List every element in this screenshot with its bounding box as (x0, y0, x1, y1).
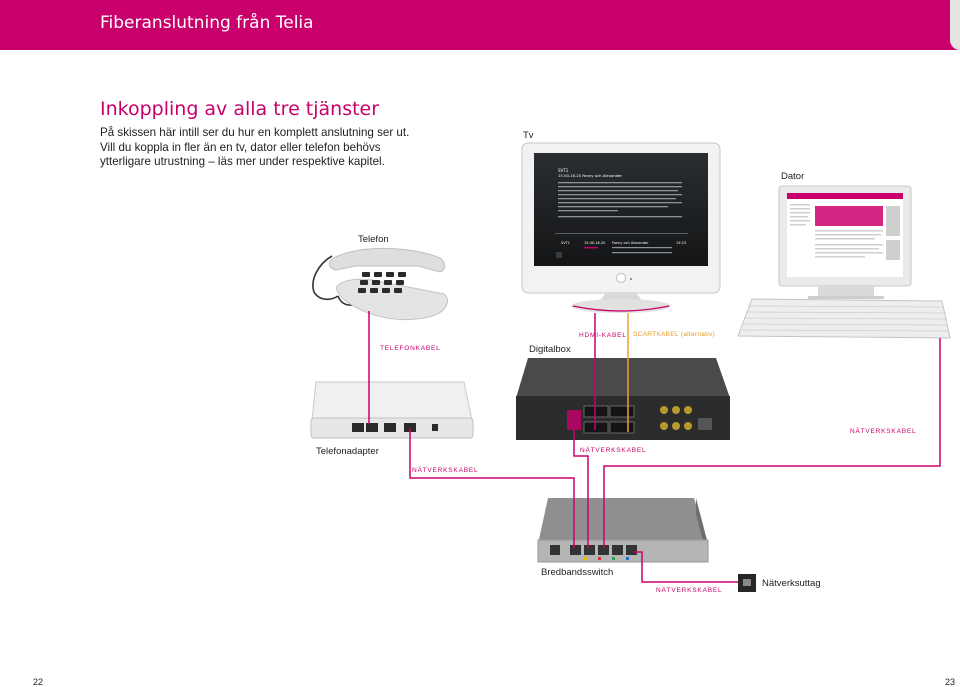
page-number-left: 22 (33, 677, 44, 687)
tv-label: Tv (523, 130, 534, 141)
phone-label: Telefon (358, 234, 389, 245)
digitalbox-illustration (516, 358, 730, 440)
tv-now-channel: SVT1 (561, 241, 570, 245)
phone-cable-label: TELEFONKABEL (380, 345, 441, 352)
page-number-right: 23 (945, 677, 956, 687)
wall-socket-label: Nätverksuttag (762, 578, 821, 589)
network-cable-adapter-label: NÄTVERKSKABEL (412, 467, 479, 474)
header-bar: Fiberanslutning från Telia (0, 0, 960, 50)
wall-socket-illustration (738, 574, 756, 592)
tv-program-text: 15.00-16.20 Fanny och Alexander (558, 173, 622, 178)
network-cable-box-label: NÄTVERKSKABEL (580, 447, 647, 454)
section-heading: Inkoppling av alla tre tjänster (100, 98, 380, 120)
tv-channel-text: SVT1 (558, 168, 569, 173)
switch-label: Bredbandsswitch (541, 567, 614, 578)
tv-now-title: Fanny och Alexander (612, 241, 649, 245)
section-paragraph: På skissen här intill ser du hur en komp… (100, 126, 410, 168)
hdmi-cable-label: HDMI-KABEL (579, 332, 627, 339)
cable-lines (368, 311, 941, 583)
tv-clock: 15:23 (676, 241, 686, 245)
scart-cable-label: SCARTKABEL (alternativ) (633, 331, 716, 338)
computer-illustration (737, 185, 951, 339)
broadband-switch-illustration (537, 498, 709, 563)
digitalbox-label: Digitalbox (529, 344, 571, 355)
tv-now-time: 15.00-16.20 (584, 241, 605, 245)
page-tab (950, 0, 960, 50)
tv-illustration: SVT1 15.00-16.20 Fanny och Alexander SVT… (521, 142, 721, 313)
phone-adapter-label: Telefonadapter (316, 446, 379, 457)
network-cable-wall-label: NÄTVERKSKABEL (656, 587, 723, 594)
network-cable-computer-label: NÄTVERKSKABEL (850, 428, 917, 435)
header-title: Fiberanslutning från Telia (100, 13, 314, 33)
phone-adapter-illustration (310, 381, 474, 439)
computer-label: Dator (781, 171, 805, 182)
phone-illustration (312, 247, 448, 321)
